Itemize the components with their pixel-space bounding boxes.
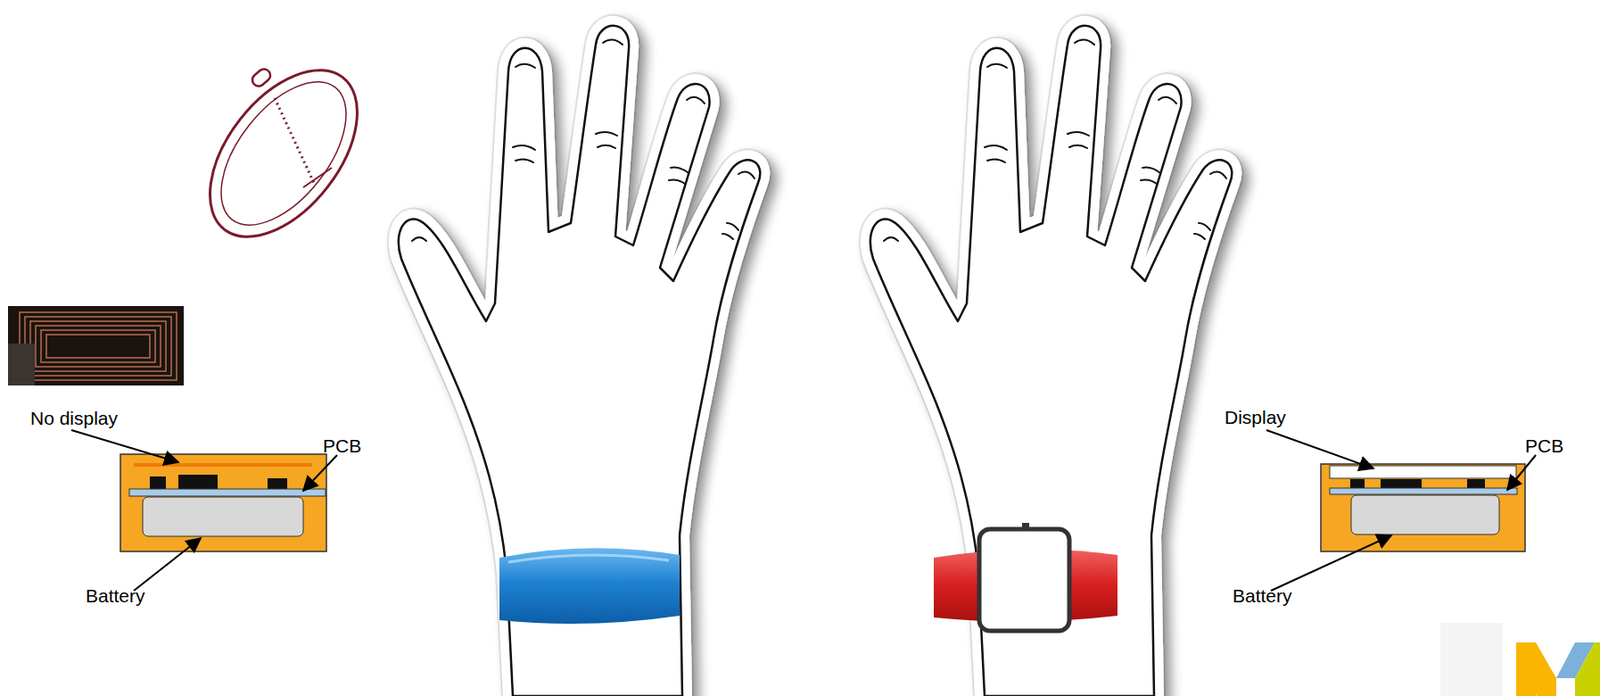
hand-left (398, 25, 760, 696)
part-label: Battery (85, 585, 146, 606)
smart-watch (933, 522, 1118, 631)
part-label: No display (30, 407, 118, 429)
part-label: Display (1224, 406, 1287, 428)
cross-section-no-display (120, 453, 327, 552)
nfc-antenna-photo (8, 305, 184, 386)
band-outline (181, 43, 388, 264)
company-logo (1440, 622, 1600, 696)
part-label: PCB (322, 435, 362, 456)
hand-right (870, 25, 1232, 696)
part-label: PCB (1525, 435, 1564, 456)
fitness-band (499, 547, 680, 624)
leader-arrows (71, 429, 1536, 591)
cross-section-display (1320, 463, 1526, 552)
part-label: Battery (1232, 585, 1293, 606)
